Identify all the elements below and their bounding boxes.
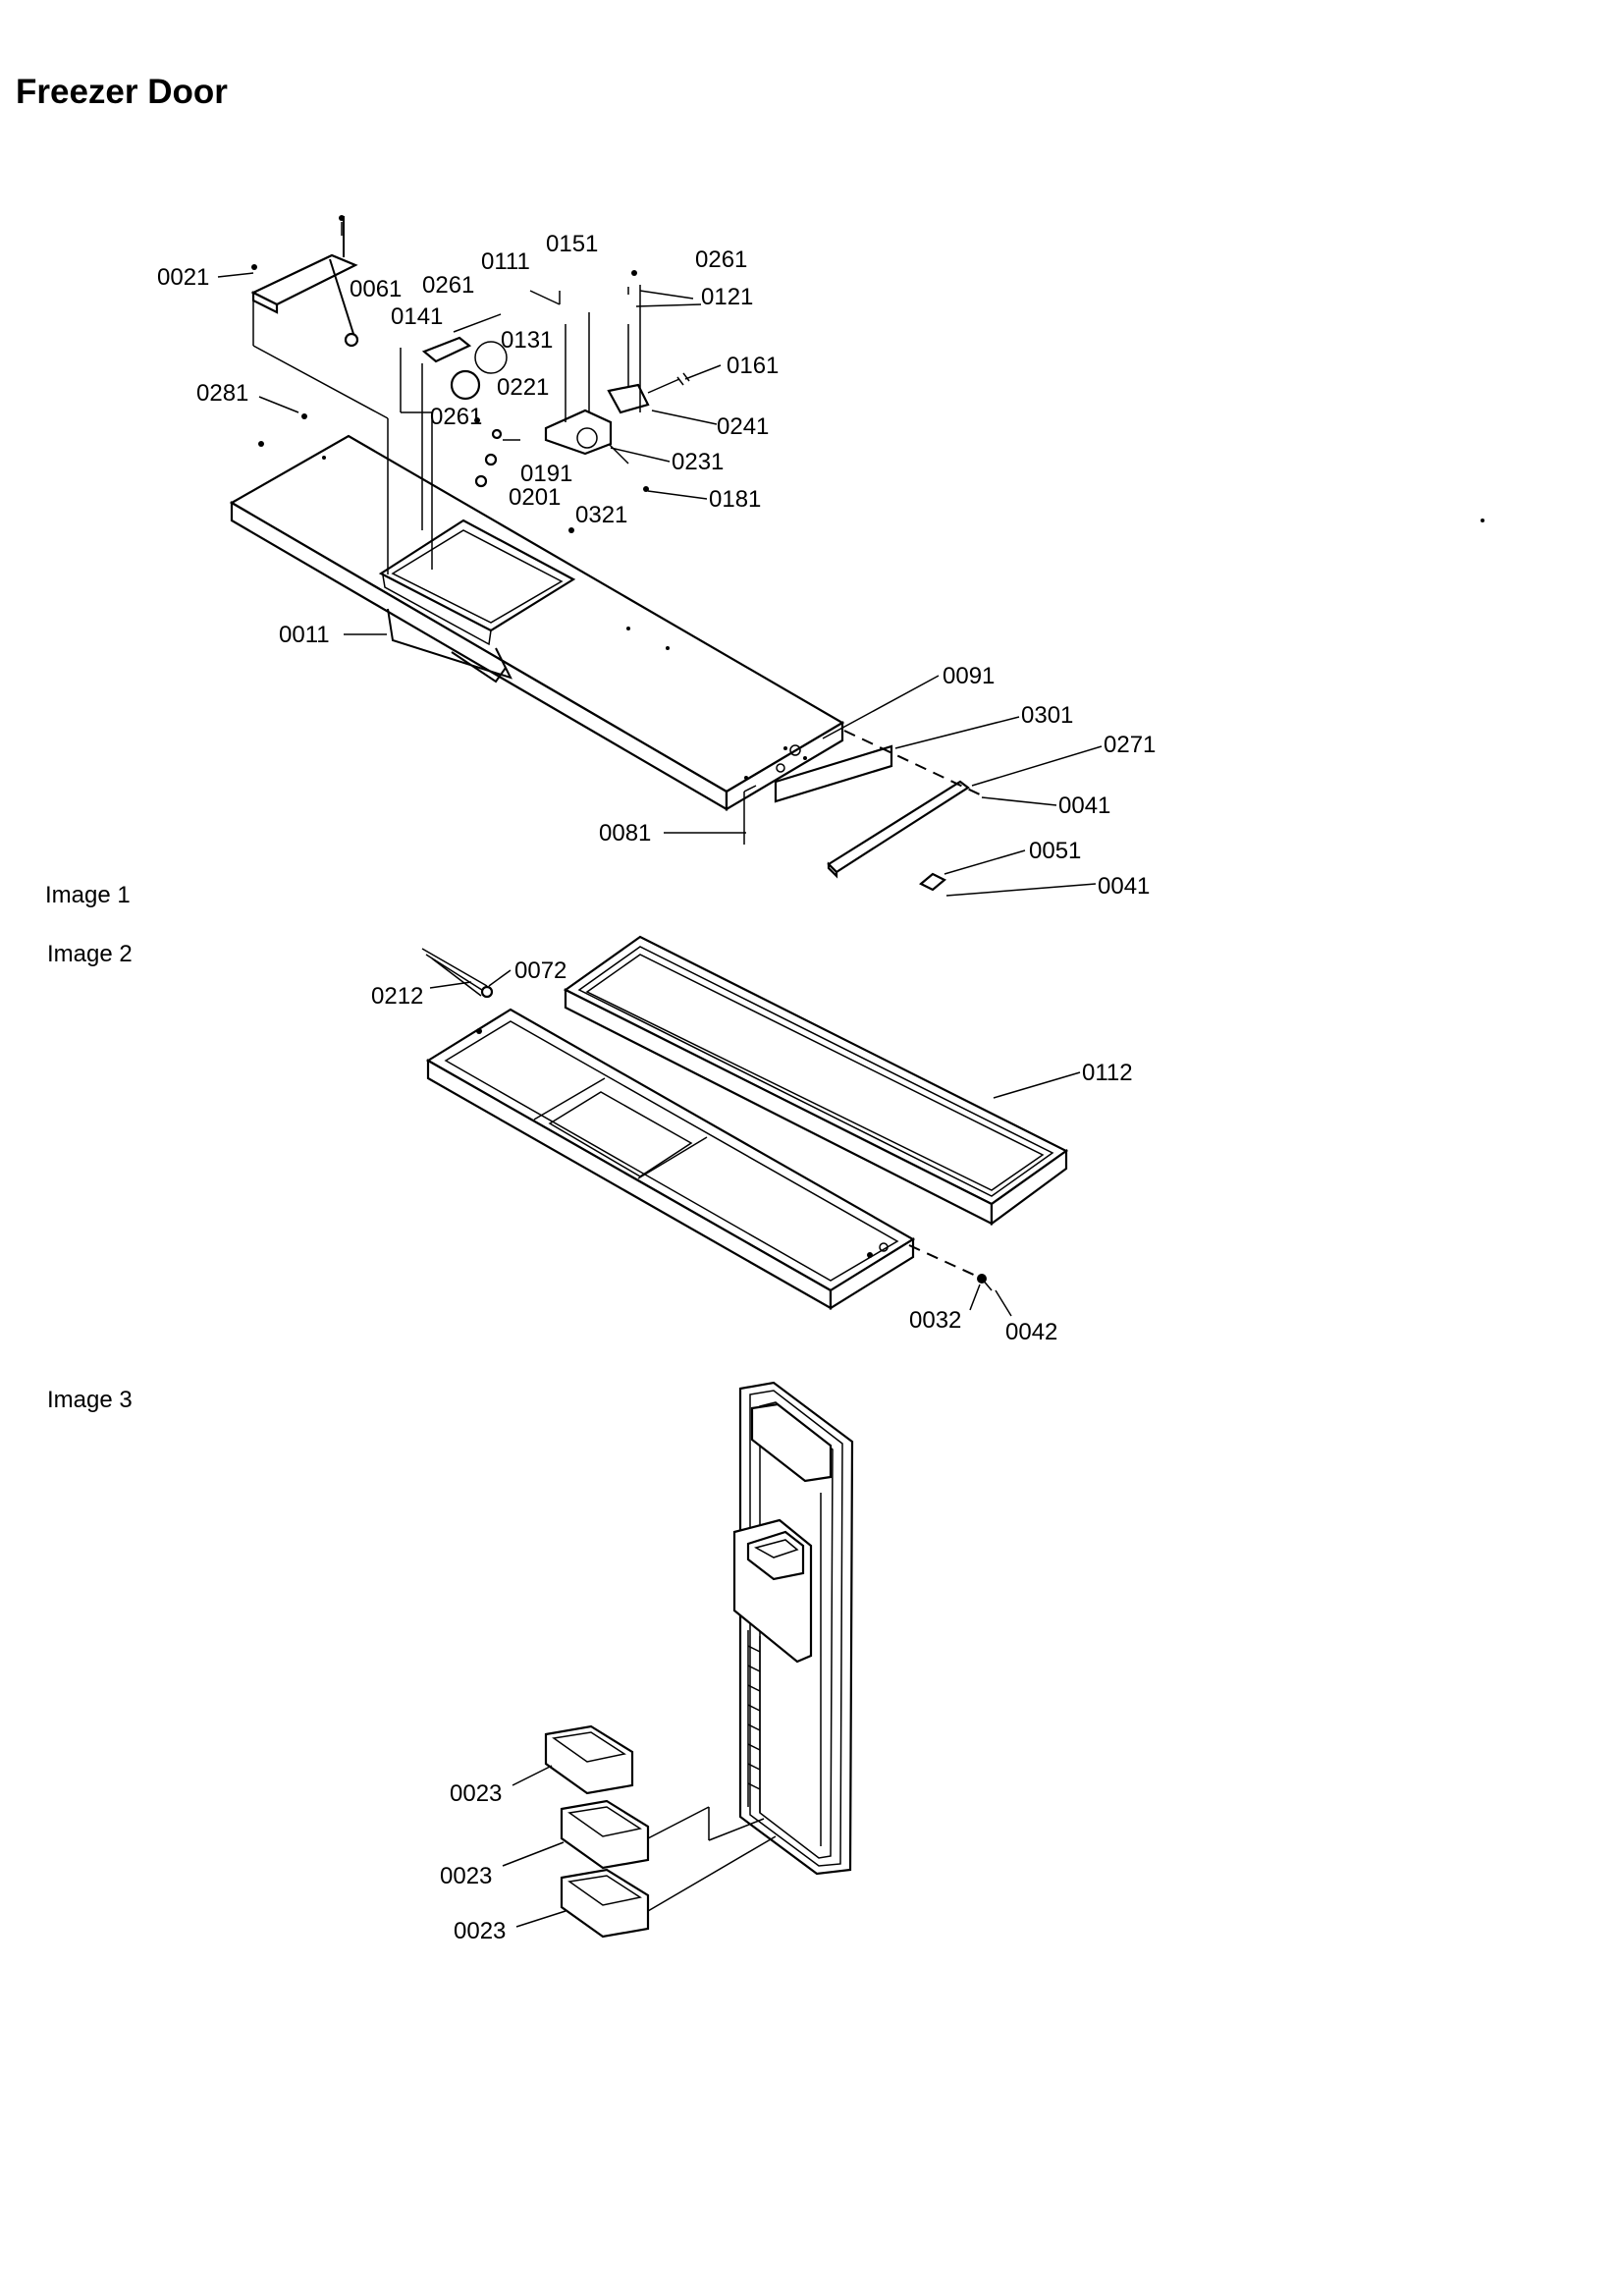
image1-callouts: 0021 0061 0261 0111 0151 0261 0121 0141 …	[157, 231, 1156, 900]
dispenser-cover-part	[250, 216, 389, 574]
callout-0261: 0261	[430, 404, 482, 430]
callout-0023: 0023	[454, 1918, 506, 1944]
callout-0051: 0051	[1029, 838, 1081, 864]
image2-callouts: 0212 0072 0112 0032 0042	[371, 957, 1133, 1345]
image3-callouts: 0023 0023 0023	[440, 1780, 506, 1944]
callout-0141: 0141	[391, 303, 443, 330]
section-label-image-2: Image 2	[47, 941, 133, 967]
image2-fasteners	[421, 948, 993, 1291]
section-label-image-3: Image 3	[47, 1387, 133, 1413]
switch-part	[607, 285, 690, 414]
callout-0021: 0021	[157, 264, 209, 291]
callout-0041: 0041	[1098, 873, 1150, 900]
callout-0061: 0061	[350, 276, 402, 302]
image2-leaders	[429, 969, 1081, 1317]
callout-0201: 0201	[509, 484, 561, 511]
shelf-rungs	[747, 1645, 761, 1790]
callout-0072: 0072	[514, 957, 566, 984]
motor-bracket-part	[544, 312, 629, 465]
image1-leaders	[217, 272, 1103, 897]
callout-0271: 0271	[1104, 732, 1156, 758]
callout-0281: 0281	[196, 380, 248, 407]
callout-0321: 0321	[575, 502, 627, 528]
callout-0091: 0091	[943, 663, 995, 689]
door-bin-2	[560, 1799, 650, 1870]
actuator-parts	[400, 290, 561, 570]
callout-0161: 0161	[727, 353, 779, 379]
callout-0081: 0081	[599, 820, 651, 847]
image1-screws	[251, 215, 1484, 533]
section-label-image-1: Image 1	[45, 882, 131, 908]
callout-0041: 0041	[1058, 793, 1110, 819]
callout-0301: 0301	[1021, 702, 1073, 729]
callout-0032: 0032	[909, 1307, 961, 1334]
page-title: Freezer Door	[16, 73, 228, 111]
callout-0151: 0151	[546, 231, 598, 257]
callout-0111: 0111	[481, 248, 530, 275]
callout-0261: 0261	[422, 272, 474, 299]
door-panel-assembly	[229, 434, 845, 811]
callout-0023: 0023	[440, 1863, 492, 1889]
hinge-parts	[743, 730, 983, 892]
callout-0112: 0112	[1082, 1060, 1133, 1086]
callout-0241: 0241	[717, 413, 769, 440]
callout-0191: 0191	[520, 461, 572, 487]
callout-0221: 0221	[497, 374, 549, 401]
callout-0023: 0023	[450, 1780, 502, 1807]
callout-0212: 0212	[371, 983, 423, 1010]
door-front-part	[732, 1381, 854, 1876]
callout-0042: 0042	[1005, 1319, 1057, 1345]
callout-0011: 0011	[279, 622, 330, 648]
callout-0181: 0181	[709, 486, 761, 513]
image3-leaders	[502, 1765, 777, 1928]
door-bin-1	[544, 1724, 634, 1795]
callout-0131: 0131	[501, 327, 553, 354]
callout-0261: 0261	[695, 246, 747, 273]
door-gasket-part	[563, 935, 1069, 1227]
door-liner-part	[425, 1008, 916, 1310]
callout-0121: 0121	[701, 284, 753, 310]
callout-0231: 0231	[672, 449, 724, 475]
door-bin-3	[560, 1868, 650, 1939]
